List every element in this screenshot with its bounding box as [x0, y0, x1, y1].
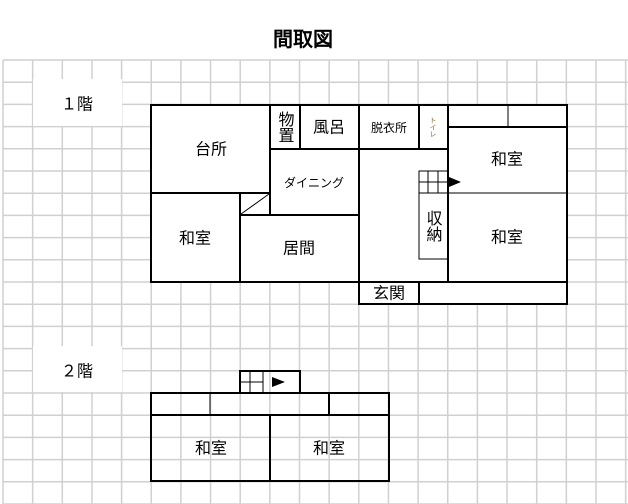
floor2-plan: 和室 和室 — [150, 370, 390, 482]
room-japanese-right-2f: 和室 — [313, 439, 345, 458]
room-storage-closet: 物置 — [276, 111, 295, 143]
floor1-stairs — [418, 170, 461, 194]
floor2-label: ２階 — [61, 362, 93, 381]
floor1-entrance-extension — [358, 281, 568, 305]
room-bath: 風呂 — [313, 118, 345, 137]
sliding-door-mark — [240, 193, 270, 215]
floor1-plan: 台所 物置 風呂 脱衣所 トイレ ダイニング 和室 居間 収納 和室 和室 玄関 — [150, 104, 568, 305]
stairs-arrow-icon — [272, 377, 285, 387]
room-storage: 収納 — [424, 210, 443, 243]
room-dining: ダイニング — [284, 175, 344, 190]
room-kitchen: 台所 — [195, 140, 227, 159]
floor2-label-bg — [33, 346, 122, 392]
floor1-label: １階 — [61, 95, 93, 114]
room-toilet: トイレ — [429, 117, 437, 138]
room-japanese-left: 和室 — [179, 229, 211, 248]
room-japanese-left-2f: 和室 — [195, 439, 227, 458]
room-dressing: 脱衣所 — [371, 120, 407, 135]
room-living: 居間 — [283, 239, 315, 258]
room-entrance: 玄関 — [373, 284, 405, 303]
floor2-stairs — [240, 371, 285, 393]
floor1-label-bg — [33, 79, 122, 126]
page-title: 間取図 — [273, 27, 333, 51]
title-area — [0, 0, 628, 59]
stairs-arrow-icon — [449, 177, 461, 187]
room-japanese-upper-right: 和室 — [491, 150, 523, 169]
room-japanese-lower-right: 和室 — [491, 228, 523, 247]
